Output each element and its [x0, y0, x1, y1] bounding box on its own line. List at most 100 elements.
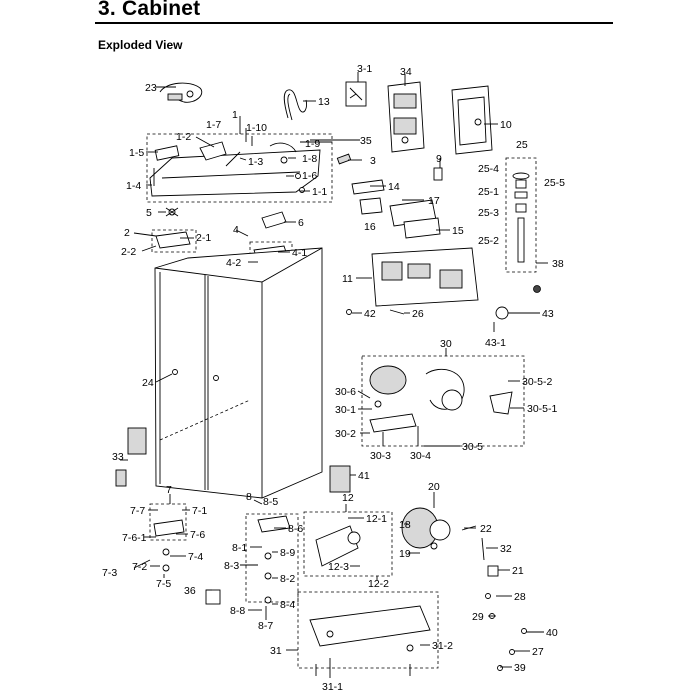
callout-31: 31	[270, 645, 282, 657]
callout-25-4: 25-4	[478, 163, 499, 175]
callout-25-2: 25-2	[478, 235, 499, 247]
callout-1-9: 1-9	[305, 138, 320, 150]
callout-1-1: 1-1	[312, 186, 327, 198]
callout-8-1: 8-1	[232, 542, 247, 554]
callout-8: 8	[246, 491, 252, 503]
callout-2-2: 2-2	[121, 246, 136, 258]
callout-30: 30	[440, 338, 452, 350]
callout-30-5-2: 30-5-2	[522, 376, 553, 388]
callout-4: 4	[233, 224, 239, 236]
callout-30-6: 30-6	[335, 386, 356, 398]
callout-29: 29	[472, 611, 484, 623]
callout-13: 13	[318, 96, 330, 108]
callout-7-5: 7-5	[156, 578, 171, 590]
top-panel-assembly	[146, 116, 333, 217]
callout-22: 22	[480, 523, 492, 535]
callout-17: 17	[428, 195, 440, 207]
callout-2: 2	[124, 227, 130, 239]
callout-21: 21	[512, 565, 524, 577]
callout-16: 16	[364, 221, 376, 233]
base-plate-31	[297, 591, 439, 676]
callout-20: 20	[428, 481, 440, 493]
callout-25-5: 25-5	[544, 177, 565, 189]
callout-38: 38	[552, 258, 564, 270]
callout-30-5-1: 30-5-1	[527, 403, 558, 415]
callout-8-9: 8-9	[280, 547, 295, 559]
callout-1-6: 1-6	[302, 170, 317, 182]
callout-30-5: 30-5	[462, 441, 483, 453]
misc-fasteners	[261, 139, 541, 332]
callout-28: 28	[514, 591, 526, 603]
callout-14: 14	[388, 181, 400, 193]
drain-assembly-12	[303, 511, 393, 577]
callout-1-8: 1-8	[302, 153, 317, 165]
callout-1-2: 1-2	[176, 131, 191, 143]
cabinet-body	[154, 247, 323, 499]
tube-13	[283, 89, 307, 121]
callout-7: 7	[166, 484, 172, 496]
callout-30-4: 30-4	[410, 450, 431, 462]
callout-10: 10	[500, 119, 512, 131]
callout-42: 42	[364, 308, 376, 320]
callout-32: 32	[500, 543, 512, 555]
callout-24: 24	[142, 377, 154, 389]
callout-31-2: 31-2	[432, 640, 453, 652]
callout-43: 43	[542, 308, 554, 320]
exploded-view-heading: Exploded View	[98, 38, 183, 52]
callout-8-8: 8-8	[230, 605, 245, 617]
callout-35: 35	[360, 135, 372, 147]
cover-11	[371, 247, 479, 307]
callout-8-2: 8-2	[280, 573, 295, 585]
callout-40: 40	[546, 627, 558, 639]
valve-assembly-25	[505, 157, 537, 273]
callout-19: 19	[399, 548, 411, 560]
callout-8-4: 8-4	[280, 599, 295, 611]
wire-harness-23	[159, 82, 203, 103]
callout-36: 36	[184, 585, 196, 597]
callout-25-3: 25-3	[478, 207, 499, 219]
cover-panel-10	[451, 85, 493, 155]
callout-15: 15	[452, 225, 464, 237]
control-box-34	[387, 81, 425, 153]
callout-8-5: 8-5	[263, 496, 278, 508]
condenser-fan-18	[401, 507, 451, 550]
callout-30-1: 30-1	[335, 404, 356, 416]
callout-11: 11	[342, 273, 353, 285]
callout-23: 23	[145, 82, 157, 94]
callout-7-6-1: 7-6-1	[122, 532, 147, 544]
callout-25: 25	[516, 139, 528, 151]
callout-25-1: 25-1	[478, 186, 499, 198]
bottom-fasteners	[205, 525, 527, 671]
callout-5: 5	[146, 207, 152, 219]
section-title: 3. Cabinet	[98, 0, 201, 20]
callout-8-7: 8-7	[258, 620, 273, 632]
callout-7-2: 7-2	[132, 561, 147, 573]
callout-43-1: 43-1	[485, 337, 506, 349]
callout-6: 6	[298, 217, 304, 229]
callout-12: 12	[342, 492, 354, 504]
callout-8-3: 8-3	[224, 560, 239, 572]
callout-27: 27	[532, 646, 544, 658]
callout-7-3: 7-3	[102, 567, 117, 579]
callout-26: 26	[412, 308, 424, 320]
callout-1-5: 1-5	[129, 147, 144, 159]
callout-31-1: 31-1	[322, 681, 343, 693]
callout-1: 1	[232, 109, 238, 121]
callout-39: 39	[514, 662, 526, 674]
callout-1-3: 1-3	[248, 156, 263, 168]
callout-1-4: 1-4	[126, 180, 141, 192]
callout-8-6: 8-6	[288, 523, 303, 535]
callout-30-3: 30-3	[370, 450, 391, 462]
bottom-hinge-7	[149, 503, 187, 572]
callout-9: 9	[436, 153, 442, 165]
callout-33: 33	[112, 451, 124, 463]
callout-7-1: 7-1	[192, 505, 207, 517]
callout-4-1: 4-1	[292, 247, 307, 259]
fan-motor-assembly-30	[361, 355, 525, 447]
callout-12-1: 12-1	[366, 513, 387, 525]
callout-2-1: 2-1	[196, 232, 211, 244]
callout-1-10: 1-10	[246, 122, 267, 134]
callout-labels: 23 1 1-7 1-10 13 3-1 34 10 1-2 1-9 35 3 …	[102, 63, 565, 693]
